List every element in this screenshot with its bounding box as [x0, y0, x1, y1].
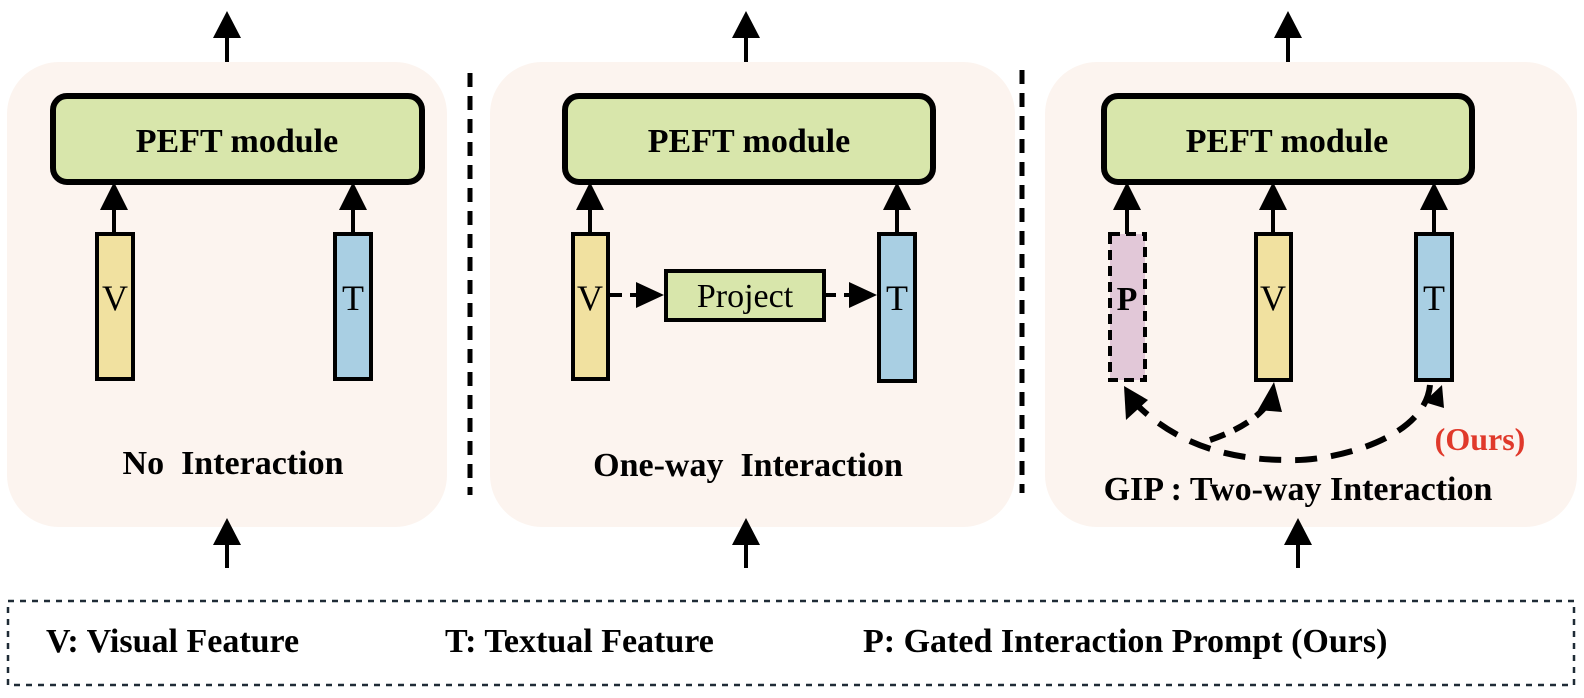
project-label: Project: [697, 278, 794, 315]
visual-feature-letter-1: V: [102, 278, 128, 318]
legend-visual-feature: V: Visual Feature: [46, 623, 299, 660]
caption-two-way: GIP : Two-way Interaction: [1104, 471, 1493, 508]
arrowhead-to-t: [1424, 385, 1444, 408]
textual-feature-box-3: [1414, 232, 1454, 382]
peft-module-label-1: PEFT module: [136, 123, 338, 160]
visual-feature-box-3: [1254, 232, 1293, 382]
textual-feature-box-2: [877, 232, 917, 383]
visual-feature-box-1: [95, 232, 135, 381]
legend-gated-interaction-prompt: P: Gated Interaction Prompt (Ours): [863, 623, 1387, 660]
input-arrow-3: [1284, 518, 1312, 568]
prompt-feature-box: [1108, 232, 1147, 382]
visual-feature-box-2: [571, 232, 610, 381]
two-way-interaction-arrows: [1124, 382, 1444, 464]
caption-one-way: One-way Interaction: [593, 447, 903, 484]
input-arrow-2: [732, 518, 760, 568]
feature-arrow-v-1: [100, 182, 128, 236]
dashed-arrow-project-to-t: [826, 282, 877, 308]
arrowhead-to-p: [1124, 386, 1148, 420]
output-arrow-2: [732, 11, 760, 62]
textual-feature-box-1: [333, 232, 373, 381]
output-arrow-1: [213, 11, 241, 62]
feature-arrow-t-2: [883, 182, 911, 236]
dashed-arrow-v-to-project: [610, 282, 664, 308]
project-box: [664, 269, 826, 322]
textual-feature-letter-3: T: [1423, 278, 1445, 318]
input-arrow-1: [213, 518, 241, 568]
prompt-feature-letter: P: [1117, 281, 1138, 318]
feature-arrow-v-2: [576, 182, 604, 236]
feature-arrow-t-1: [339, 182, 367, 236]
textual-feature-letter-1: T: [342, 278, 364, 318]
visual-feature-letter-2: V: [577, 278, 603, 318]
output-arrow-3: [1274, 11, 1302, 62]
feature-arrow-p-3: [1113, 182, 1141, 236]
ours-tag: (Ours): [1435, 421, 1526, 457]
peft-module-label-3: PEFT module: [1186, 123, 1388, 160]
peft-module-3: [1101, 93, 1475, 185]
feature-arrow-v-3: [1259, 182, 1287, 236]
visual-feature-letter-3: V: [1260, 278, 1286, 318]
textual-feature-letter-2: T: [886, 278, 908, 318]
peft-module-label-2: PEFT module: [648, 123, 850, 160]
caption-no-interaction: No Interaction: [123, 445, 344, 482]
legend-textual-feature: T: Textual Feature: [445, 623, 714, 660]
arrowhead-to-v: [1258, 382, 1282, 412]
peft-module-1: [50, 93, 425, 185]
legend-box: [6, 599, 1576, 687]
peft-module-2: [562, 93, 936, 185]
feature-arrow-t-3: [1420, 182, 1448, 236]
